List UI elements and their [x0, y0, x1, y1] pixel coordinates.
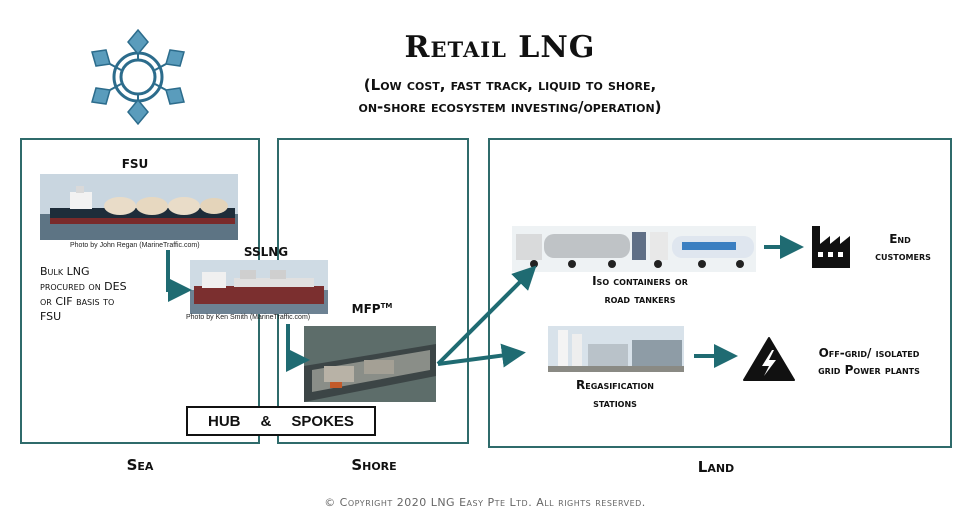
- factory-icon: [810, 222, 858, 268]
- hub-word: HUB: [208, 412, 241, 430]
- snowflake-logo-icon: [86, 28, 190, 126]
- mfp-barge-photo: [304, 326, 436, 402]
- section-shore: Shore: [351, 456, 397, 474]
- mfp-trademark: TM: [380, 302, 393, 310]
- iso-label-line-1: Iso containers or: [592, 274, 688, 288]
- bulk-line-1: Bulk LNG: [40, 265, 90, 278]
- end-customers-line-2: customers: [875, 249, 931, 263]
- sslng-label: SSLNG: [243, 245, 289, 259]
- subtitle-line-1: (Low cost, fast track, liquid to shore,: [363, 76, 657, 94]
- offgrid-line-1: Off-grid/ isolated: [818, 346, 920, 360]
- high-voltage-warning-icon: [742, 336, 796, 382]
- regas-label-line-1: Regasification: [575, 378, 654, 392]
- mfp-label: MFPTM: [342, 302, 402, 316]
- regas-label-line-2: stations: [593, 396, 637, 410]
- page-title: Retail LNG: [404, 30, 596, 65]
- iso-tanker-photo: [512, 226, 756, 272]
- sslng-ship-photo: [190, 260, 328, 314]
- sslng-to-mfp-arrow: [286, 324, 310, 372]
- bulk-lng-note: Bulk LNG procured on DES or CIF basis to…: [40, 264, 158, 324]
- offgrid-line-2: grid Power plants: [818, 363, 920, 377]
- section-sea: Sea: [126, 456, 154, 474]
- iso-label-line-2: road tankers: [604, 292, 676, 306]
- fsu-label: FSU: [121, 157, 149, 171]
- sslng-photo-credit: Photo by Ken Smith (MarineTraffic.com): [186, 314, 311, 321]
- regasification-photo: [548, 326, 684, 372]
- section-land: Land: [697, 458, 735, 476]
- mfp-label-text: MFP: [351, 302, 381, 316]
- ampersand: &: [260, 412, 272, 430]
- land-panel: [488, 138, 952, 448]
- end-customers-line-1: End: [889, 232, 911, 246]
- bulk-line-4: FSU: [40, 310, 62, 323]
- mfp-to-regas-arrow: [437, 343, 526, 368]
- subtitle-line-2: on-shore ecosystem investing/operation): [358, 98, 662, 116]
- fsu-to-sslng-arrow: [166, 250, 192, 302]
- copyright-notice: © Copyright 2020 LNG Easy Pte Ltd. All r…: [324, 496, 646, 509]
- hub-and-spokes-box: HUB & SPOKES: [186, 406, 376, 436]
- fsu-photo-credit: Photo by John Regan (MarineTraffic.com): [70, 242, 200, 249]
- fsu-ship-photo: [40, 174, 238, 240]
- bulk-line-3: or CIF basis to: [40, 295, 115, 308]
- spokes-word: SPOKES: [291, 412, 354, 430]
- bulk-line-2: procured on DES: [40, 280, 127, 293]
- mfp-to-iso-arrow: [436, 265, 537, 366]
